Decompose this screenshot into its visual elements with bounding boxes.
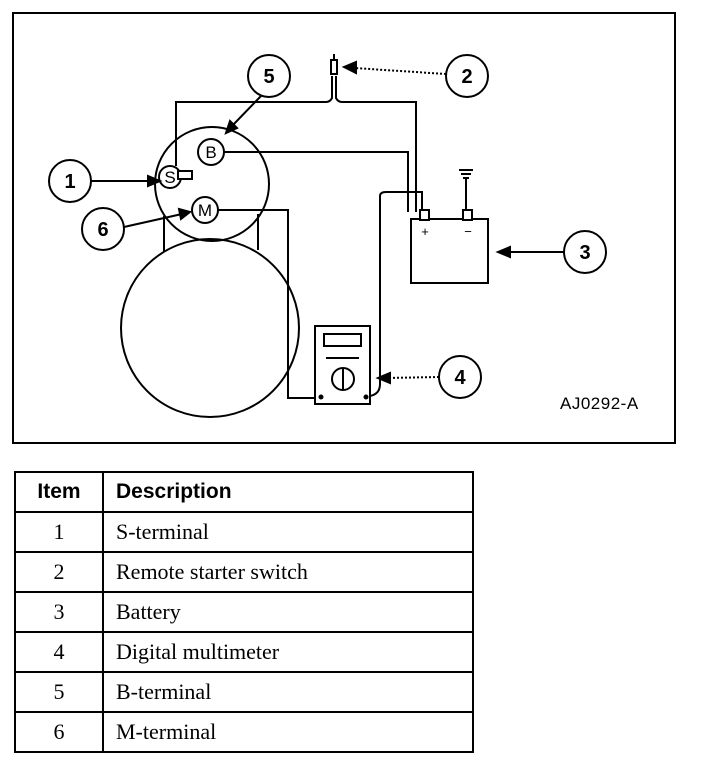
meter-lead-to-m-terminal: [218, 209, 315, 399]
table-row: 6 M-terminal: [14, 711, 474, 753]
battery-negative-sign: −: [464, 224, 472, 239]
item-description: B-terminal: [102, 671, 474, 713]
remote-starter-switch: [330, 54, 338, 75]
figure-code: AJ0292-A: [560, 394, 639, 413]
item-description: S-terminal: [102, 511, 474, 553]
digital-multimeter: [314, 325, 371, 405]
diagram-figure: S B M +: [12, 12, 676, 444]
item-description: Battery: [102, 591, 474, 633]
svg-text:2: 2: [461, 66, 472, 88]
item-number: 2: [14, 551, 104, 593]
battery: + −: [410, 169, 489, 284]
svg-text:3: 3: [579, 242, 590, 264]
starter-motor-body: [120, 238, 300, 418]
column-header-description: Description: [102, 471, 474, 513]
table-row: 5 B-terminal: [14, 671, 474, 713]
svg-text:4: 4: [454, 367, 466, 389]
table-row: 2 Remote starter switch: [14, 551, 474, 593]
s-terminal: S: [158, 165, 193, 189]
table-row: 4 Digital multimeter: [14, 631, 474, 673]
table-header-row: Item Description: [14, 471, 474, 513]
item-number: 6: [14, 711, 104, 753]
wire-switch-to-battery-pos: [335, 76, 417, 212]
callout-6: 6: [81, 207, 193, 251]
item-description: Remote starter switch: [102, 551, 474, 593]
svg-text:1: 1: [64, 171, 75, 193]
starter-wiring-diagram: S B M +: [48, 54, 607, 418]
m-terminal-letter: M: [198, 201, 212, 220]
meter-lead-to-battery: [369, 191, 423, 397]
item-description-table: Item Description 1 S-terminal 2 Remote s…: [14, 471, 474, 753]
callout-2: 2: [341, 54, 489, 98]
s-terminal-letter: S: [164, 168, 175, 187]
callout-4: 4: [375, 355, 482, 399]
table-row: 3 Battery: [14, 591, 474, 633]
wire-switch-to-s-terminal: [175, 76, 333, 166]
item-number: 3: [14, 591, 104, 633]
column-header-item: Item: [14, 471, 104, 513]
svg-text:5: 5: [263, 66, 274, 88]
b-terminal: B: [197, 138, 225, 166]
m-terminal: M: [191, 196, 219, 224]
item-description: M-terminal: [102, 711, 474, 753]
item-number: 5: [14, 671, 104, 713]
callout-5: 5: [224, 54, 291, 135]
svg-text:6: 6: [97, 219, 108, 241]
item-number: 4: [14, 631, 104, 673]
battery-positive-sign: +: [421, 224, 429, 239]
item-description: Digital multimeter: [102, 631, 474, 673]
b-terminal-letter: B: [205, 143, 216, 162]
callout-3: 3: [495, 230, 607, 274]
callout-1: 1: [48, 159, 163, 203]
item-number: 1: [14, 511, 104, 553]
table-row: 1 S-terminal: [14, 511, 474, 553]
